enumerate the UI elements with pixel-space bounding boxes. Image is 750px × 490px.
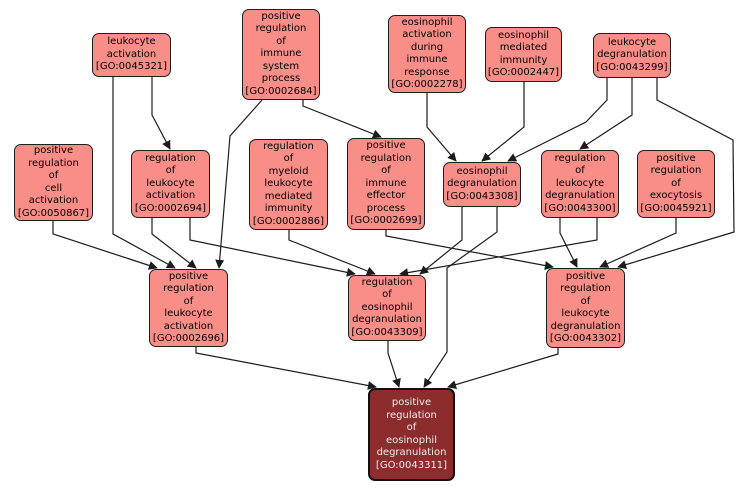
edge-go43308-go43311 bbox=[423, 207, 498, 388]
node-label: eosinophil mediated immunity [GO:0002447… bbox=[487, 29, 560, 79]
node-label: eosinophil degranulation [GO:0043308] bbox=[446, 165, 518, 202]
node-label: leukocyte degranulation [GO:0043299] bbox=[596, 36, 668, 73]
node-go-0002447[interactable]: eosinophil mediated immunity [GO:0002447… bbox=[485, 27, 562, 82]
edge-go43299-go43302 bbox=[617, 78, 735, 269]
node-go-0045921[interactable]: positive regulation of exocytosis [GO:00… bbox=[637, 150, 715, 218]
node-go-0043309[interactable]: regulation of eosinophil degranulation [… bbox=[348, 275, 426, 341]
edge-go2447-go43308 bbox=[481, 82, 525, 162]
node-label: positive regulation of exocytosis [GO:00… bbox=[640, 152, 712, 214]
edge-go43300-go43302 bbox=[559, 218, 578, 268]
node-go-0002886[interactable]: regulation of myeloid leukocyte mediated… bbox=[249, 139, 328, 230]
node-label: regulation of eosinophil degranulation [… bbox=[351, 276, 423, 338]
node-go-0043302[interactable]: positive regulation of leukocyte degranu… bbox=[546, 268, 625, 348]
node-label: positive regulation of immune system pro… bbox=[245, 10, 317, 97]
node-go-0050867[interactable]: positive regulation of cell activation [… bbox=[14, 144, 93, 221]
edge-go45921-go43302 bbox=[599, 218, 677, 268]
node-go-0002699[interactable]: positive regulation of immune effector p… bbox=[347, 138, 425, 230]
edge-go43302-go43311 bbox=[447, 348, 559, 389]
node-go-0043300[interactable]: regulation of leukocyte degranulation [G… bbox=[541, 150, 619, 218]
node-go-0002278[interactable]: eosinophil activation during immune resp… bbox=[388, 15, 466, 93]
edge-go2886-go43309 bbox=[288, 230, 376, 276]
edge-go43300-go43309 bbox=[399, 218, 598, 278]
node-label: eosinophil activation during immune resp… bbox=[391, 16, 463, 91]
edge-go43308-go43309 bbox=[419, 207, 463, 275]
node-go-0002696[interactable]: positive regulation of leukocyte activat… bbox=[149, 269, 228, 347]
edge-go43309-go43311 bbox=[387, 341, 401, 388]
edge-go45321-go2696 bbox=[112, 77, 176, 269]
node-go-0043308[interactable]: eosinophil degranulation [GO:0043308] bbox=[443, 162, 521, 207]
node-label: positive regulation of cell activation [… bbox=[17, 145, 90, 219]
node-label: positive regulation of eosinophil degran… bbox=[375, 397, 448, 471]
edge-go43299-go43308 bbox=[507, 78, 608, 162]
node-go-0045321[interactable]: leukocyte activation [GO:0045321] bbox=[92, 33, 171, 77]
node-label: regulation of myeloid leukocyte mediated… bbox=[252, 140, 325, 227]
edge-go2694-go2696 bbox=[151, 218, 197, 269]
node-label: positive regulation of immune effector p… bbox=[350, 140, 422, 227]
edge-go2694-go43309 bbox=[189, 218, 356, 277]
node-label: positive regulation of leukocyte activat… bbox=[152, 270, 225, 345]
edge-group bbox=[52, 77, 735, 390]
node-label: regulation of leukocyte activation [GO:0… bbox=[134, 152, 207, 214]
edge-go2684-go2699 bbox=[302, 100, 382, 139]
node-label: positive regulation of leukocyte degranu… bbox=[549, 270, 622, 345]
edge-go2684-go2696 bbox=[215, 99, 263, 269]
node-go-0043299[interactable]: leukocyte degranulation [GO:0043299] bbox=[593, 33, 671, 78]
node-label: leukocyte activation [GO:0045321] bbox=[95, 36, 168, 73]
edge-go50867-go2696 bbox=[52, 221, 158, 270]
edge-go2696-go43311 bbox=[195, 347, 377, 390]
node-go-0002694[interactable]: regulation of leukocyte activation [GO:0… bbox=[131, 150, 210, 218]
node-label: regulation of leukocyte degranulation [G… bbox=[544, 152, 616, 214]
node-go-0002684[interactable]: positive regulation of immune system pro… bbox=[242, 9, 320, 100]
edge-go43299-go43300 bbox=[579, 78, 633, 150]
node-go-0043311[interactable]: positive regulation of eosinophil degran… bbox=[368, 388, 455, 481]
edge-go2699-go43302 bbox=[385, 230, 554, 270]
edge-go2278-go43308 bbox=[426, 93, 457, 162]
edge-go45321-go2694 bbox=[151, 77, 171, 150]
